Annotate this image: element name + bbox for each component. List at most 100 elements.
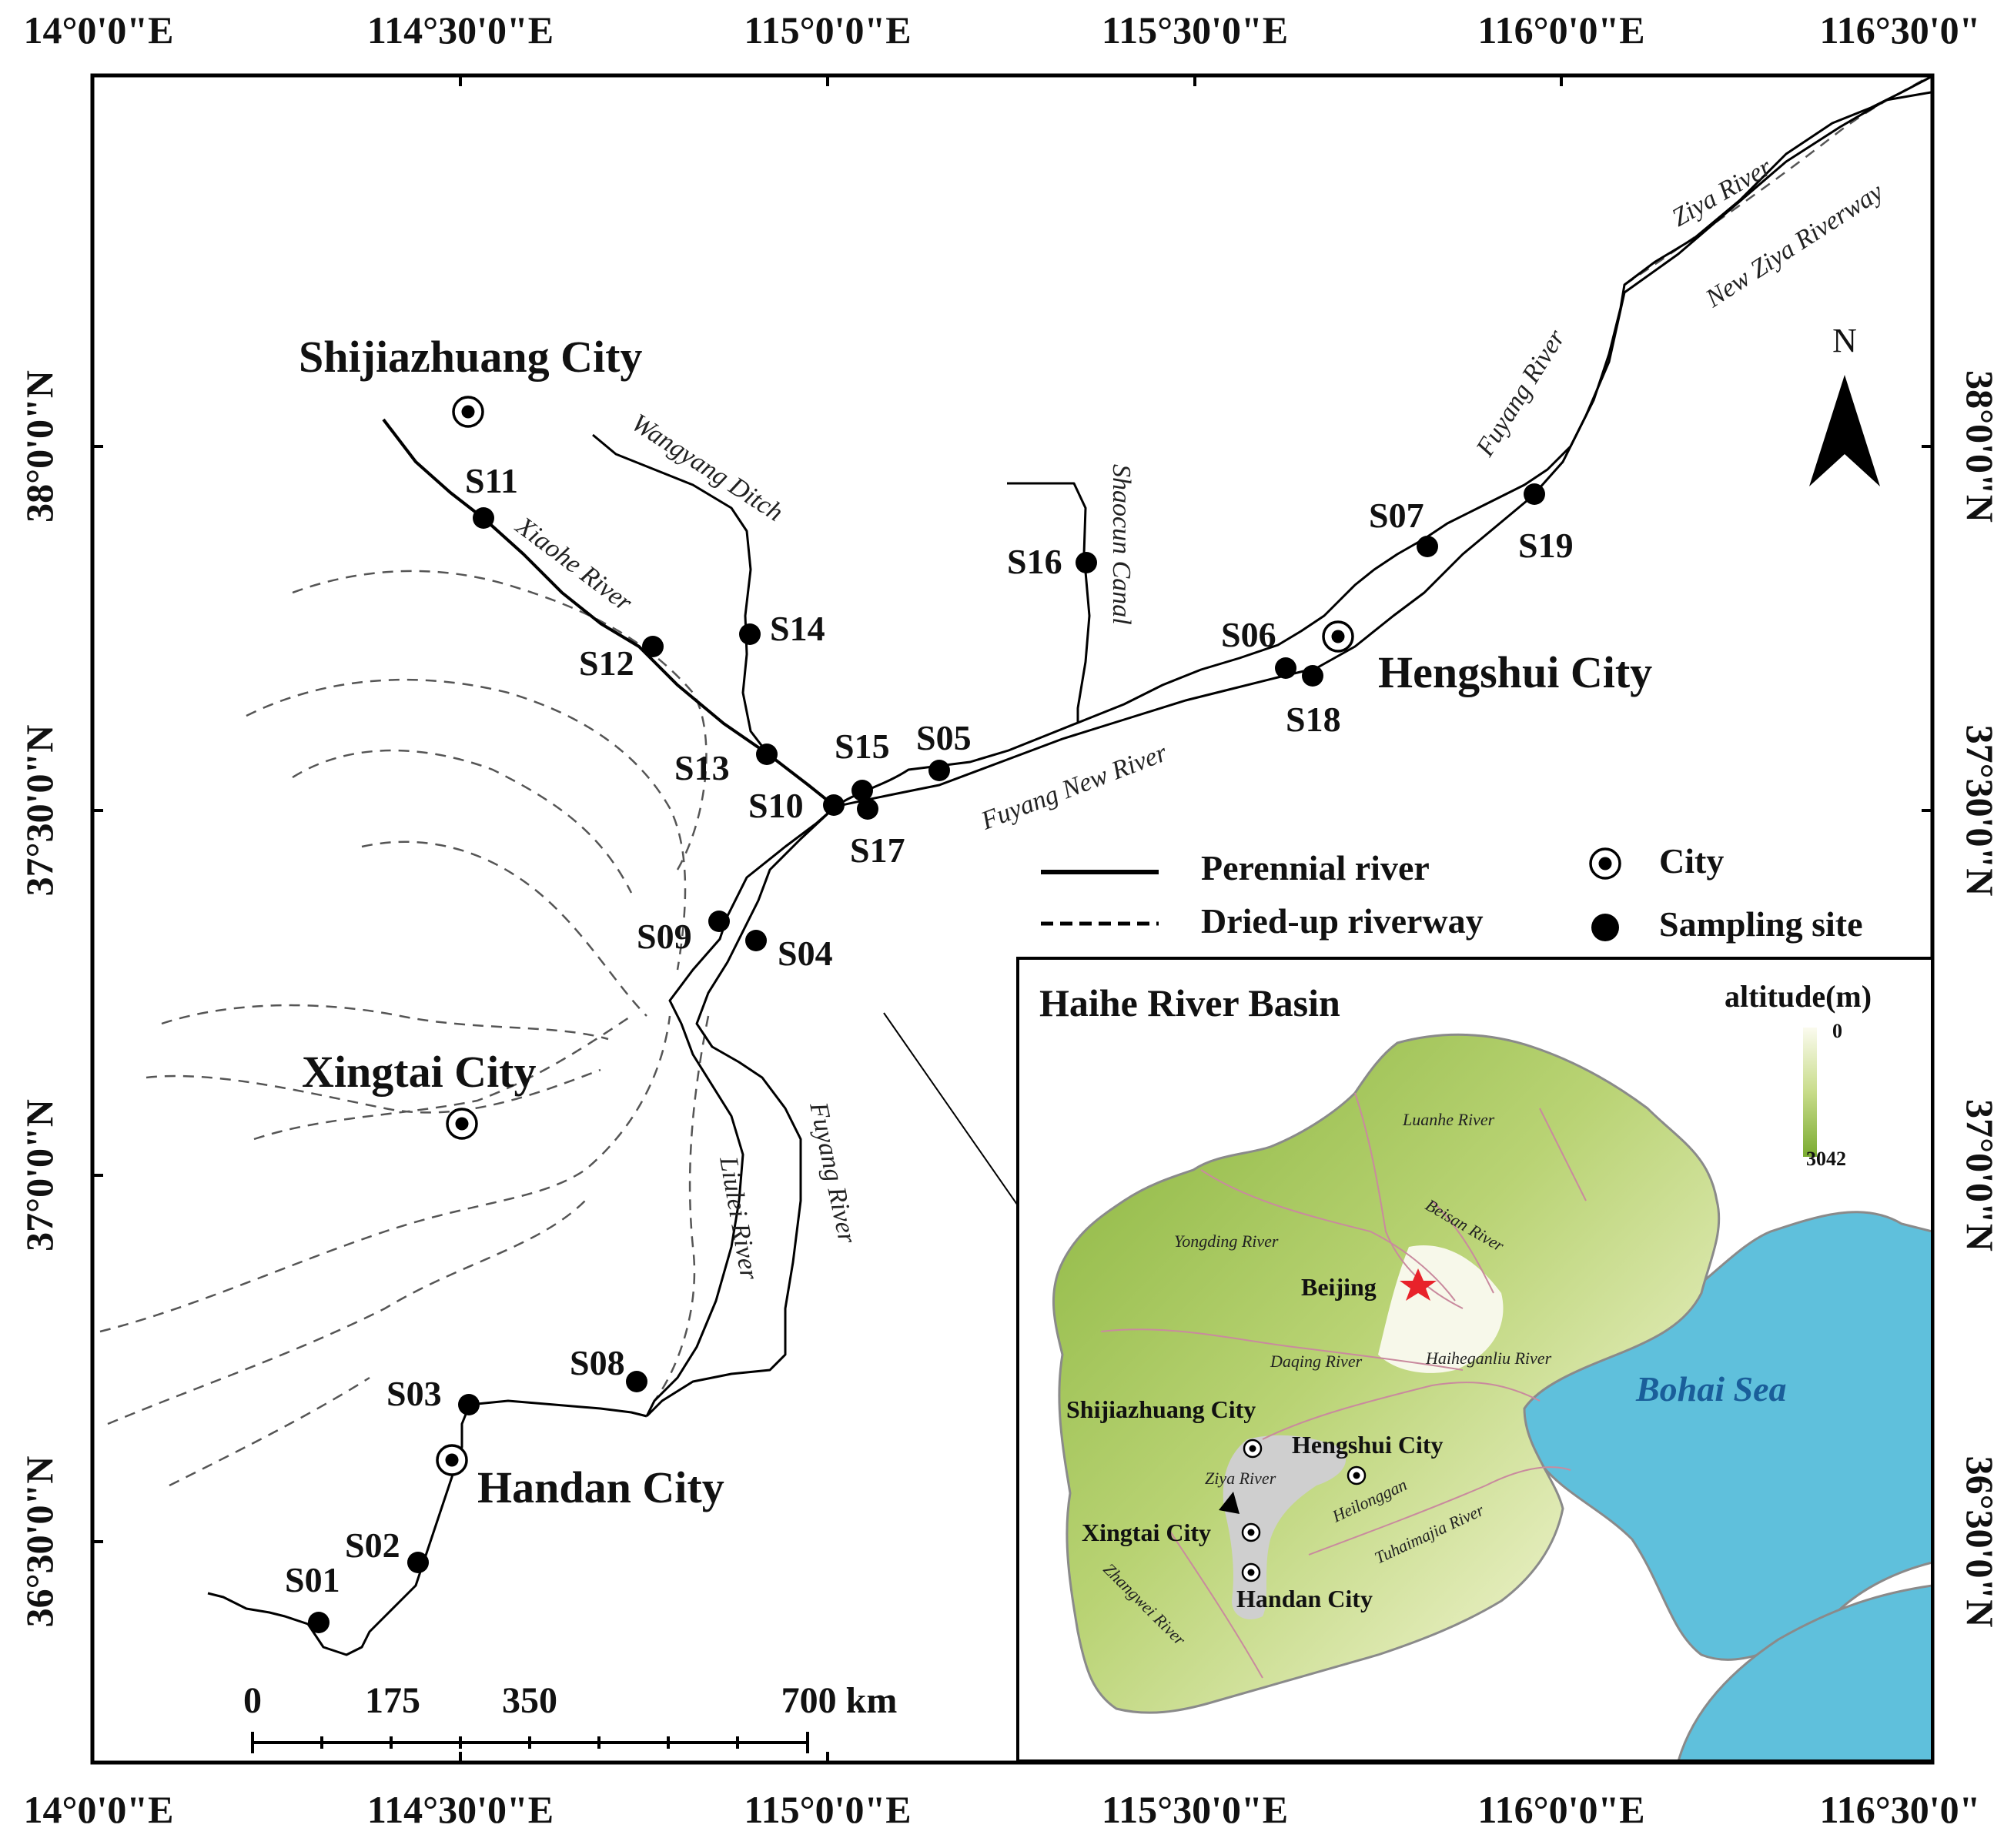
dried-riverway-1 <box>292 570 708 871</box>
north-letter: N <box>1832 322 1857 359</box>
legend-city-icon <box>1589 847 1621 880</box>
site-dot-s05 <box>928 760 950 781</box>
coord-top-1: 14°0'0"E <box>24 8 174 52</box>
coord-top-4: 115°30'0"E <box>1102 8 1288 52</box>
site-label-s09: S09 <box>637 917 692 956</box>
hengshui-city-label: Hengshui City <box>1378 647 1652 697</box>
site-label-s12: S12 <box>579 643 634 683</box>
inset-map: Haihe River Basin altitude(m) 0 3042 Bei… <box>1016 957 1934 1763</box>
scale-bar: 0 175 350 700 km <box>243 1680 897 1753</box>
fuyang-new-river-label: Fuyang New River <box>977 738 1172 836</box>
inset-rivers <box>1100 1092 1587 1679</box>
coord-left-4: 36°30'0"N <box>18 1456 61 1628</box>
coord-bottom-3: 115°0'0"E <box>744 1788 911 1831</box>
shaocun-canal <box>1007 482 1091 723</box>
site-label-s15: S15 <box>835 727 890 766</box>
dried-riverway-5 <box>161 1004 609 1041</box>
site-label-s01: S01 <box>285 1560 340 1599</box>
site-dot-s03 <box>458 1394 480 1415</box>
dried-riverway-8 <box>99 1015 671 1333</box>
site-dot-s15 <box>851 780 873 801</box>
site-dot-s09 <box>708 911 730 932</box>
legend-perennial-label: Perennial river <box>1201 848 1430 887</box>
site-label-s17: S17 <box>850 830 905 870</box>
dried-riverway-2 <box>246 678 687 971</box>
site-label-s02: S02 <box>345 1526 400 1565</box>
north-arrow: N <box>1809 322 1880 486</box>
right-coordinate-labels: 38°0'0"N 37°30'0"N 37°0'0"N 36°30'0"N <box>1959 370 2002 1627</box>
tianjin-plain <box>1378 1245 1504 1373</box>
dried-riverway-10 <box>169 1376 370 1487</box>
coord-right-2: 37°30'0"N <box>1959 725 2002 897</box>
city-symbols <box>436 396 1354 1476</box>
coord-top-5: 116°0'0"E <box>1477 8 1644 52</box>
inset-shijiazhuang-label: Shijiazhuang City <box>1066 1395 1256 1423</box>
hengshui-city-icon <box>1322 620 1354 653</box>
liulei-river-label: Liulei River <box>714 1154 764 1282</box>
inset-location-triangle-icon <box>1219 1492 1240 1514</box>
dried-riverway-7 <box>253 1014 632 1141</box>
xingtai-city-label: Xingtai City <box>302 1047 537 1097</box>
inset-city-symbols <box>1241 1439 1367 1582</box>
site-label-s10: S10 <box>748 786 804 825</box>
dried-riverway-3 <box>292 749 633 894</box>
site-dot-s19 <box>1524 483 1545 505</box>
site-dot-s12 <box>642 636 664 657</box>
dried-riverway-11 <box>653 1015 710 1402</box>
inset-handan-label: Handan City <box>1236 1585 1373 1612</box>
inset-yongding-label: Yongding River <box>1174 1231 1279 1251</box>
site-label-s13: S13 <box>674 748 730 787</box>
inset-ziya-label: Ziya River <box>1205 1469 1276 1488</box>
coord-top-6: 116°30'0" <box>1820 8 1981 52</box>
coord-left-2: 37°30'0"N <box>18 725 61 897</box>
fuyang-river-south-label: Fuyang River <box>804 1099 861 1246</box>
fuyang-new-river <box>835 91 1932 808</box>
sampling-site-labels: S01 S02 S03 S04 S05 S06 S07 S08 S09 S10 … <box>285 461 1574 1599</box>
inset-beijing-label: Beijing <box>1301 1273 1377 1301</box>
site-dot-s13 <box>756 744 778 765</box>
bottom-coordinate-labels: 14°0'0"E 114°30'0"E 115°0'0"E 115°30'0"E… <box>24 1788 1981 1831</box>
site-label-s04: S04 <box>778 934 833 973</box>
coord-bottom-2: 114°30'0"E <box>367 1788 554 1831</box>
top-coordinate-labels: 14°0'0"E 114°30'0"E 115°0'0"E 115°30'0"E… <box>24 8 1981 52</box>
map-frame <box>90 73 1935 1765</box>
coord-left-3: 37°0'0"N <box>18 1099 61 1251</box>
scale-label-0: 0 <box>243 1680 262 1721</box>
site-label-s08: S08 <box>570 1343 625 1382</box>
coord-right-4: 36°30'0"N <box>1959 1456 2002 1628</box>
site-dot-s04 <box>745 930 767 951</box>
fuyang-river-main <box>835 75 1932 808</box>
liulei-river-line <box>645 805 836 1417</box>
site-label-s11: S11 <box>465 461 518 500</box>
site-label-s14: S14 <box>770 609 825 648</box>
dried-riverway-6 <box>146 1068 601 1114</box>
coord-bottom-5: 116°0'0"E <box>1477 1788 1644 1831</box>
altitude-min: 0 <box>1832 1020 1842 1042</box>
inset-daqing-label: Daqing River <box>1270 1352 1363 1371</box>
site-dot-s06 <box>1275 657 1296 679</box>
site-dot-s01 <box>308 1612 330 1633</box>
handan-city-label: Handan City <box>477 1462 724 1512</box>
legend-site-icon <box>1591 914 1619 941</box>
site-label-s03: S03 <box>386 1374 442 1413</box>
inset-haihe-label: Haiheganliu River <box>1425 1348 1552 1368</box>
altitude-max: 3042 <box>1806 1148 1846 1170</box>
coord-bottom-1: 14°0'0"E <box>24 1788 174 1831</box>
site-dot-s18 <box>1302 665 1323 687</box>
site-dot-s17 <box>857 798 878 820</box>
legend: Perennial river Dried-up riverway City S… <box>1041 841 1863 944</box>
inset-xingtai-label: Xingtai City <box>1082 1519 1211 1546</box>
fuyang-river-south <box>645 805 837 1418</box>
site-dot-s08 <box>626 1371 647 1392</box>
inset-luanhe-label: Luanhe River <box>1402 1110 1495 1129</box>
inset-hengshui-label: Hengshui City <box>1292 1431 1443 1459</box>
altitude-gradient-bar <box>1803 1028 1817 1157</box>
scale-label-700: 700 km <box>781 1680 898 1721</box>
left-coordinate-labels: 38°0'0"N 37°30'0"N 37°0'0"N 36°30'0"N <box>18 370 61 1627</box>
sampling-sites <box>308 483 1545 1633</box>
coord-top-3: 115°0'0"E <box>744 8 911 52</box>
shaocun-canal-label: Shaocun Canal <box>1107 464 1136 625</box>
site-label-s16: S16 <box>1007 542 1062 581</box>
dried-riverway-9 <box>107 1200 586 1425</box>
